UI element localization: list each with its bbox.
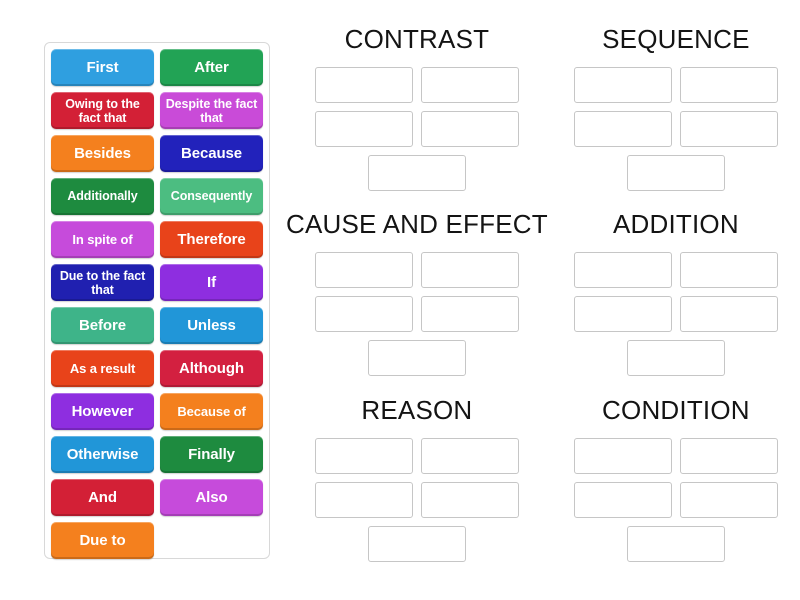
drop-slot[interactable]	[573, 296, 672, 333]
drop-slot[interactable]	[626, 525, 725, 562]
drop-slot-grid	[311, 67, 523, 191]
word-tile[interactable]: Unless	[160, 307, 263, 344]
word-tile[interactable]: Besides	[51, 135, 154, 172]
drop-slot[interactable]	[679, 437, 778, 474]
drop-slot[interactable]	[367, 155, 466, 191]
drop-slot-grid	[311, 252, 523, 377]
drop-slot[interactable]	[626, 340, 725, 377]
drop-slot[interactable]	[420, 296, 519, 333]
word-tile[interactable]: Due to the fact that	[51, 264, 154, 301]
drop-slot[interactable]	[367, 525, 466, 562]
word-tile[interactable]: After	[160, 49, 263, 86]
drop-slot[interactable]	[420, 481, 519, 518]
drop-slot[interactable]	[420, 67, 519, 103]
word-tile[interactable]: Finally	[160, 436, 263, 473]
drop-slot[interactable]	[573, 252, 672, 289]
drop-slot[interactable]	[420, 437, 519, 474]
word-tile[interactable]: Because of	[160, 393, 263, 430]
drop-slot-grid	[570, 437, 782, 562]
drop-slot[interactable]	[314, 67, 413, 103]
drop-slot[interactable]	[314, 252, 413, 289]
category-contrast: CONTRAST	[286, 24, 548, 209]
word-tile[interactable]: Also	[160, 479, 263, 516]
word-tile[interactable]: Due to	[51, 522, 154, 559]
word-tile[interactable]: And	[51, 479, 154, 516]
word-tile[interactable]: If	[160, 264, 263, 301]
word-tile[interactable]: In spite of	[51, 221, 154, 258]
category-title: CONTRAST	[344, 24, 490, 54]
word-tile[interactable]: Because	[160, 135, 263, 172]
category-title: CAUSE AND EFFECT	[286, 209, 548, 240]
drop-slot[interactable]	[573, 481, 672, 518]
category-addition: ADDITION	[566, 209, 786, 394]
drop-slot[interactable]	[679, 67, 778, 103]
word-tile[interactable]: Although	[160, 350, 263, 387]
word-tile[interactable]: Therefore	[160, 221, 263, 258]
drop-slot[interactable]	[314, 111, 413, 147]
category-title: SEQUENCE	[602, 24, 750, 54]
drop-slot-grid	[570, 67, 782, 191]
word-tile[interactable]: As a result	[51, 350, 154, 387]
word-tile[interactable]: Otherwise	[51, 436, 154, 473]
drop-slot-grid	[311, 437, 523, 562]
drop-slot[interactable]	[420, 252, 519, 289]
category-cause-and-effect: CAUSE AND EFFECT	[286, 209, 548, 394]
drop-slot[interactable]	[314, 481, 413, 518]
drop-slot[interactable]	[679, 252, 778, 289]
word-tile[interactable]: Consequently	[160, 178, 263, 215]
category-title: CONDITION	[602, 394, 750, 425]
word-tile[interactable]: First	[51, 49, 154, 86]
drop-slot[interactable]	[679, 296, 778, 333]
word-tile[interactable]: Additionally	[51, 178, 154, 215]
drop-slot[interactable]	[573, 111, 672, 147]
drop-slot[interactable]	[626, 155, 725, 191]
word-tile[interactable]: Despite the fact that	[160, 92, 263, 129]
drop-slot[interactable]	[679, 111, 778, 147]
drop-slot[interactable]	[573, 437, 672, 474]
category-title: REASON	[361, 394, 473, 425]
category-title: ADDITION	[612, 209, 739, 240]
category-reason: REASON	[286, 395, 548, 580]
drop-slot[interactable]	[573, 67, 672, 103]
drop-slot[interactable]	[679, 481, 778, 518]
category-condition: CONDITION	[566, 395, 786, 580]
category-sequence: SEQUENCE	[566, 24, 786, 209]
word-tile[interactable]: Before	[51, 307, 154, 344]
word-tile[interactable]: Owing to the fact that	[51, 92, 154, 129]
drop-slot[interactable]	[314, 296, 413, 333]
drop-slot-grid	[570, 252, 782, 377]
drop-slot[interactable]	[367, 340, 466, 377]
drop-slot[interactable]	[314, 437, 413, 474]
word-tile[interactable]: However	[51, 393, 154, 430]
category-drop-areas: CONTRAST SEQUENCE CAUSE AND EFFECT ADDITION…	[286, 24, 786, 580]
drop-slot[interactable]	[420, 111, 519, 147]
